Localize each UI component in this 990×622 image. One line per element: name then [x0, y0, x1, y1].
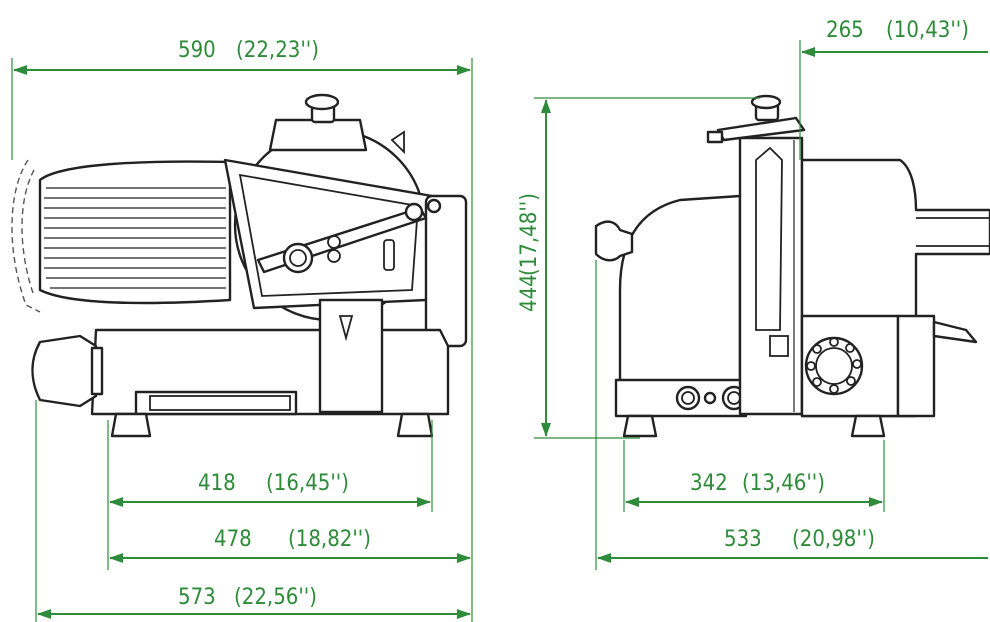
- dim-444-value: 444: [517, 274, 542, 312]
- dim-418-inches: (16,45''): [266, 471, 349, 496]
- carriage-handle: [31, 334, 98, 408]
- motor-ribs: [44, 187, 226, 289]
- dim-478-value: 478: [214, 527, 252, 552]
- side-panel: [424, 194, 468, 348]
- sharpener-body: [268, 118, 368, 152]
- blade-column: [738, 136, 804, 416]
- dim-418-value: 418: [198, 471, 236, 496]
- side-foot-right: [850, 414, 886, 438]
- dim-533-inches: (20,98''): [792, 527, 875, 552]
- dim-533-value: 533: [724, 527, 762, 552]
- side-lever: [932, 320, 978, 344]
- dim-573-value: 573: [178, 585, 216, 610]
- foot-left: [110, 412, 152, 438]
- sharpener-knob: [304, 93, 340, 111]
- dim-590-inches: (22,23''): [236, 38, 319, 63]
- dim-265-value: 265: [826, 18, 864, 43]
- dim-342-value: 342: [690, 471, 728, 496]
- pusher-hub: [282, 242, 314, 274]
- dim-590-value: 590: [178, 38, 216, 63]
- dim-265-inches: (10,43''): [886, 18, 969, 43]
- dim-342-inches: (13,46''): [742, 471, 825, 496]
- side-body-rear: [618, 194, 742, 402]
- side-right-panel: [896, 314, 936, 418]
- motor-housing: [38, 160, 232, 305]
- side-foot-left: [622, 414, 658, 438]
- dimension-lines: [11, 40, 988, 622]
- foot-right: [396, 412, 434, 438]
- side-sharpener: [716, 116, 806, 142]
- dim-478-inches: (18,82''): [288, 527, 371, 552]
- dim-444-inches: (17,48''): [517, 193, 542, 276]
- dim-573-inches: (22,56''): [234, 585, 317, 610]
- side-handle: [594, 220, 634, 262]
- front-view: [11, 93, 468, 438]
- side-view: [594, 94, 990, 438]
- dimension-labels: 590 (22,23'') 265 (10,43'') 444 (17,48''…: [178, 18, 969, 610]
- base-drawer: [134, 390, 298, 416]
